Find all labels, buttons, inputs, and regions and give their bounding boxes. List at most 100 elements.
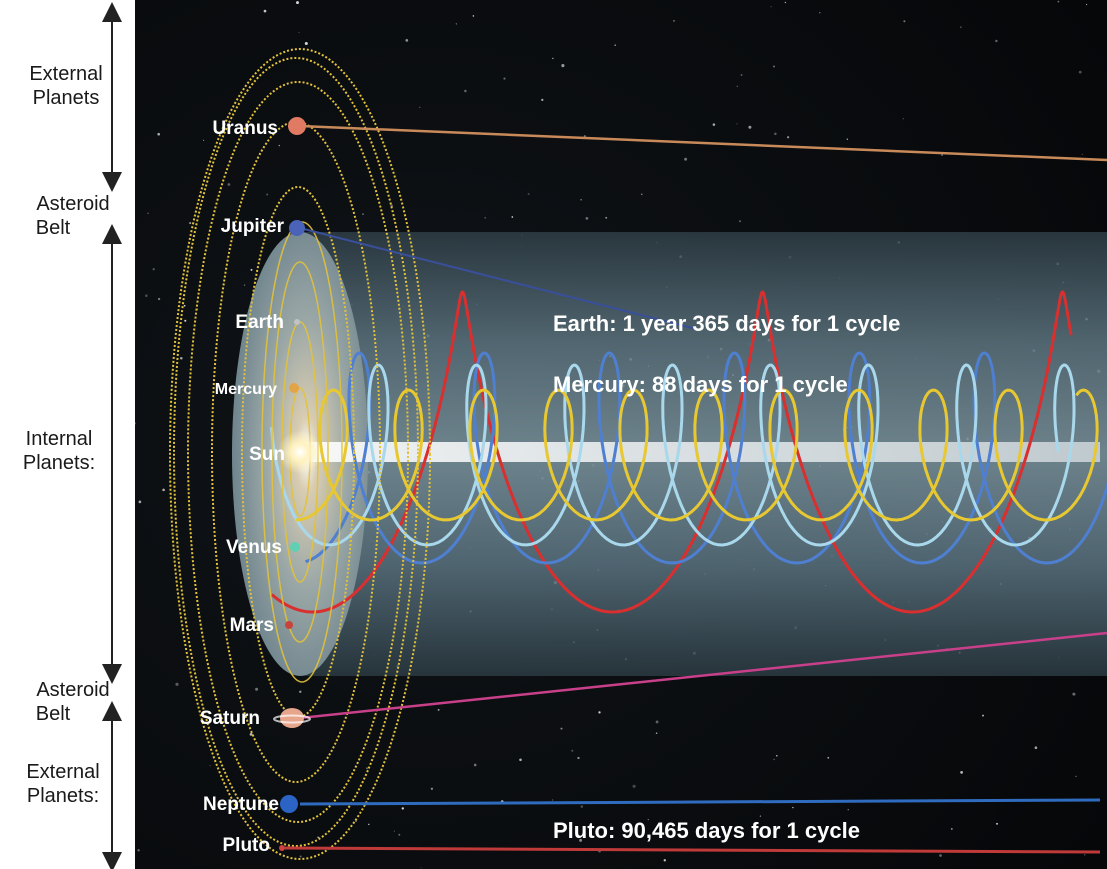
star bbox=[437, 708, 440, 711]
star bbox=[180, 357, 183, 360]
star bbox=[401, 807, 404, 810]
label-neptune: Neptune bbox=[203, 794, 279, 815]
star bbox=[902, 118, 905, 120]
star bbox=[1072, 692, 1076, 696]
star bbox=[430, 787, 434, 790]
star bbox=[960, 26, 962, 28]
annotation-mercury-cycle: Mercury: 88 days for 1 cycle bbox=[553, 372, 848, 397]
star bbox=[684, 157, 688, 161]
star bbox=[511, 216, 514, 218]
star bbox=[655, 720, 659, 724]
star bbox=[147, 212, 149, 214]
star bbox=[792, 806, 794, 809]
star bbox=[137, 849, 140, 852]
star bbox=[773, 758, 775, 761]
star bbox=[209, 765, 211, 767]
star bbox=[641, 193, 643, 195]
star bbox=[157, 132, 160, 136]
star bbox=[647, 819, 649, 821]
label-pluto: Pluto bbox=[223, 835, 271, 856]
label-jupiter: Jupiter bbox=[221, 216, 285, 237]
star bbox=[614, 44, 617, 47]
star bbox=[527, 193, 530, 195]
star bbox=[1083, 854, 1086, 856]
solar-system-diagram: Uranus Jupiter Earth Mercury Sun Venus M… bbox=[135, 0, 1107, 869]
star bbox=[1057, 0, 1060, 3]
star bbox=[995, 39, 998, 43]
star bbox=[184, 319, 187, 322]
orbit-ring bbox=[211, 121, 381, 783]
star bbox=[317, 836, 319, 838]
star bbox=[390, 204, 394, 208]
star bbox=[552, 57, 554, 60]
star bbox=[135, 422, 137, 425]
label-sun: Sun bbox=[249, 444, 285, 465]
star bbox=[503, 77, 506, 80]
uranus-trail bbox=[299, 124, 1107, 162]
star bbox=[464, 89, 467, 93]
star bbox=[939, 854, 942, 857]
orbit-ring bbox=[271, 261, 329, 643]
star bbox=[250, 268, 253, 271]
star bbox=[580, 199, 582, 201]
star bbox=[472, 15, 475, 17]
star bbox=[249, 733, 253, 736]
star bbox=[405, 39, 409, 42]
star bbox=[152, 268, 155, 271]
jupiter-trail bbox=[299, 227, 701, 331]
star bbox=[632, 784, 636, 788]
star bbox=[299, 855, 302, 858]
star bbox=[748, 125, 752, 129]
label-mercury: Mercury bbox=[215, 381, 277, 398]
earth-helix bbox=[270, 363, 1076, 547]
star bbox=[736, 85, 738, 87]
star bbox=[571, 749, 574, 752]
star bbox=[1081, 153, 1083, 156]
label-mars: Mars bbox=[230, 615, 274, 636]
orbit-ring bbox=[241, 186, 355, 718]
star bbox=[296, 1, 299, 5]
mars-helix bbox=[270, 290, 1073, 614]
star bbox=[819, 12, 821, 14]
star bbox=[941, 154, 943, 156]
star bbox=[304, 41, 308, 46]
star bbox=[560, 727, 563, 730]
label-saturn: Saturn bbox=[200, 708, 260, 729]
star bbox=[776, 754, 778, 757]
star bbox=[655, 732, 658, 734]
neptune-trail bbox=[299, 798, 1101, 806]
star bbox=[420, 867, 422, 869]
star bbox=[996, 822, 998, 825]
label-venus: Venus bbox=[226, 537, 282, 558]
mercury-helix bbox=[295, 388, 1099, 522]
star bbox=[362, 213, 364, 216]
mars bbox=[285, 621, 293, 629]
saturn-trail bbox=[299, 631, 1107, 720]
neptune bbox=[280, 795, 298, 813]
saturn-ring bbox=[273, 714, 311, 724]
star bbox=[786, 136, 790, 139]
star bbox=[784, 1, 787, 4]
uranus bbox=[288, 117, 306, 135]
star bbox=[355, 820, 357, 822]
star bbox=[203, 139, 205, 141]
star bbox=[847, 809, 849, 811]
star bbox=[227, 183, 231, 186]
star bbox=[598, 711, 601, 714]
star bbox=[577, 756, 580, 760]
star bbox=[561, 64, 565, 68]
star bbox=[393, 830, 395, 832]
star bbox=[519, 758, 522, 762]
venus bbox=[290, 542, 300, 552]
sun bbox=[278, 430, 322, 474]
star bbox=[605, 216, 608, 219]
jupiter bbox=[289, 220, 305, 236]
star bbox=[157, 297, 161, 301]
star bbox=[365, 767, 369, 770]
star bbox=[398, 833, 401, 836]
star bbox=[299, 690, 302, 693]
